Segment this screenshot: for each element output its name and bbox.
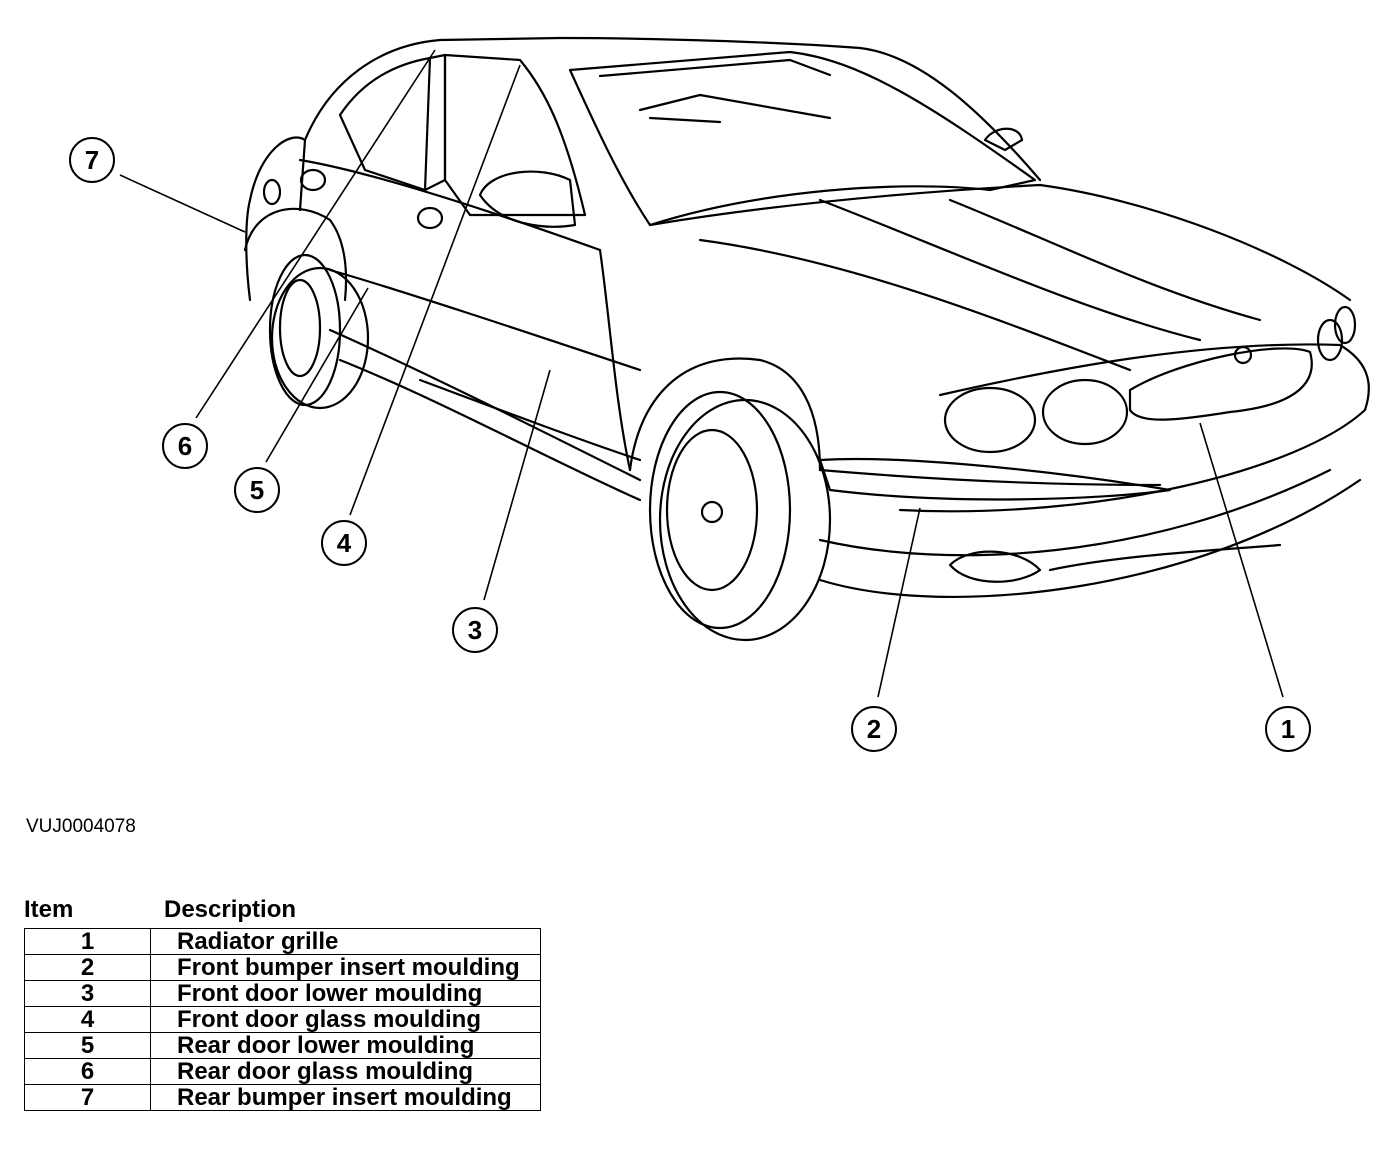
leader-line-6 bbox=[195, 49, 436, 419]
callout-5-label: 5 bbox=[250, 475, 264, 505]
row-item: 2 bbox=[24, 954, 151, 981]
row-item: 5 bbox=[24, 1032, 151, 1059]
callout-2: 2 bbox=[851, 706, 897, 752]
table-row: 5 Rear door lower moulding bbox=[24, 1032, 541, 1059]
row-item: 7 bbox=[24, 1084, 151, 1111]
callout-4: 4 bbox=[321, 520, 367, 566]
callout-5: 5 bbox=[234, 467, 280, 513]
row-description: Rear door lower moulding bbox=[150, 1032, 541, 1059]
callout-6: 6 bbox=[162, 423, 208, 469]
leader-lines bbox=[119, 49, 1284, 698]
row-description: Front door glass moulding bbox=[150, 1006, 541, 1033]
callout-3-label: 3 bbox=[468, 615, 482, 645]
leader-line-2 bbox=[877, 507, 921, 698]
car-outline-drawing bbox=[243, 36, 1370, 642]
legend-table: 1 Radiator grille 2 Front bumper insert … bbox=[24, 928, 541, 1111]
callout-2-label: 2 bbox=[867, 714, 881, 744]
car-exterior-mouldings-diagram: 1 2 3 4 5 6 7 bbox=[69, 36, 1370, 752]
callout-6-label: 6 bbox=[178, 431, 192, 461]
row-item: 3 bbox=[24, 980, 151, 1007]
row-description: Rear bumper insert moulding bbox=[150, 1084, 541, 1111]
table-row: 1 Radiator grille bbox=[24, 928, 541, 955]
table-row: 2 Front bumper insert moulding bbox=[24, 954, 541, 981]
callout-4-label: 4 bbox=[337, 528, 352, 558]
figure-id: VUJ0004078 bbox=[26, 816, 136, 837]
table-row: 4 Front door glass moulding bbox=[24, 1006, 541, 1033]
callout-markers: 1 2 3 4 5 6 7 bbox=[69, 137, 1311, 752]
table-row: 6 Rear door glass moulding bbox=[24, 1058, 541, 1085]
row-item: 4 bbox=[24, 1006, 151, 1033]
callout-1: 1 bbox=[1265, 706, 1311, 752]
row-item: 1 bbox=[24, 928, 151, 955]
table-row: 7 Rear bumper insert moulding bbox=[24, 1084, 541, 1111]
leader-line-5 bbox=[265, 287, 369, 463]
row-description: Front bumper insert moulding bbox=[150, 954, 541, 981]
callout-3: 3 bbox=[452, 607, 498, 653]
row-description: Radiator grille bbox=[150, 928, 541, 955]
row-item: 6 bbox=[24, 1058, 151, 1085]
row-description: Rear door glass moulding bbox=[150, 1058, 541, 1085]
legend-header-item: Item bbox=[24, 896, 74, 923]
callout-7: 7 bbox=[69, 137, 115, 183]
table-row: 3 Front door lower moulding bbox=[24, 980, 541, 1007]
row-description: Front door lower moulding bbox=[150, 980, 541, 1007]
leader-line-4 bbox=[349, 64, 521, 516]
legend-header-description: Description bbox=[164, 896, 297, 923]
leader-line-3 bbox=[483, 369, 551, 601]
callout-1-label: 1 bbox=[1281, 714, 1295, 744]
leader-line-7 bbox=[119, 174, 246, 233]
legend: Item Description 1 Radiator grille 2 Fro… bbox=[24, 896, 541, 1111]
legend-header: Item Description bbox=[24, 896, 541, 926]
leader-line-1 bbox=[1199, 422, 1284, 698]
callout-7-label: 7 bbox=[85, 145, 99, 175]
